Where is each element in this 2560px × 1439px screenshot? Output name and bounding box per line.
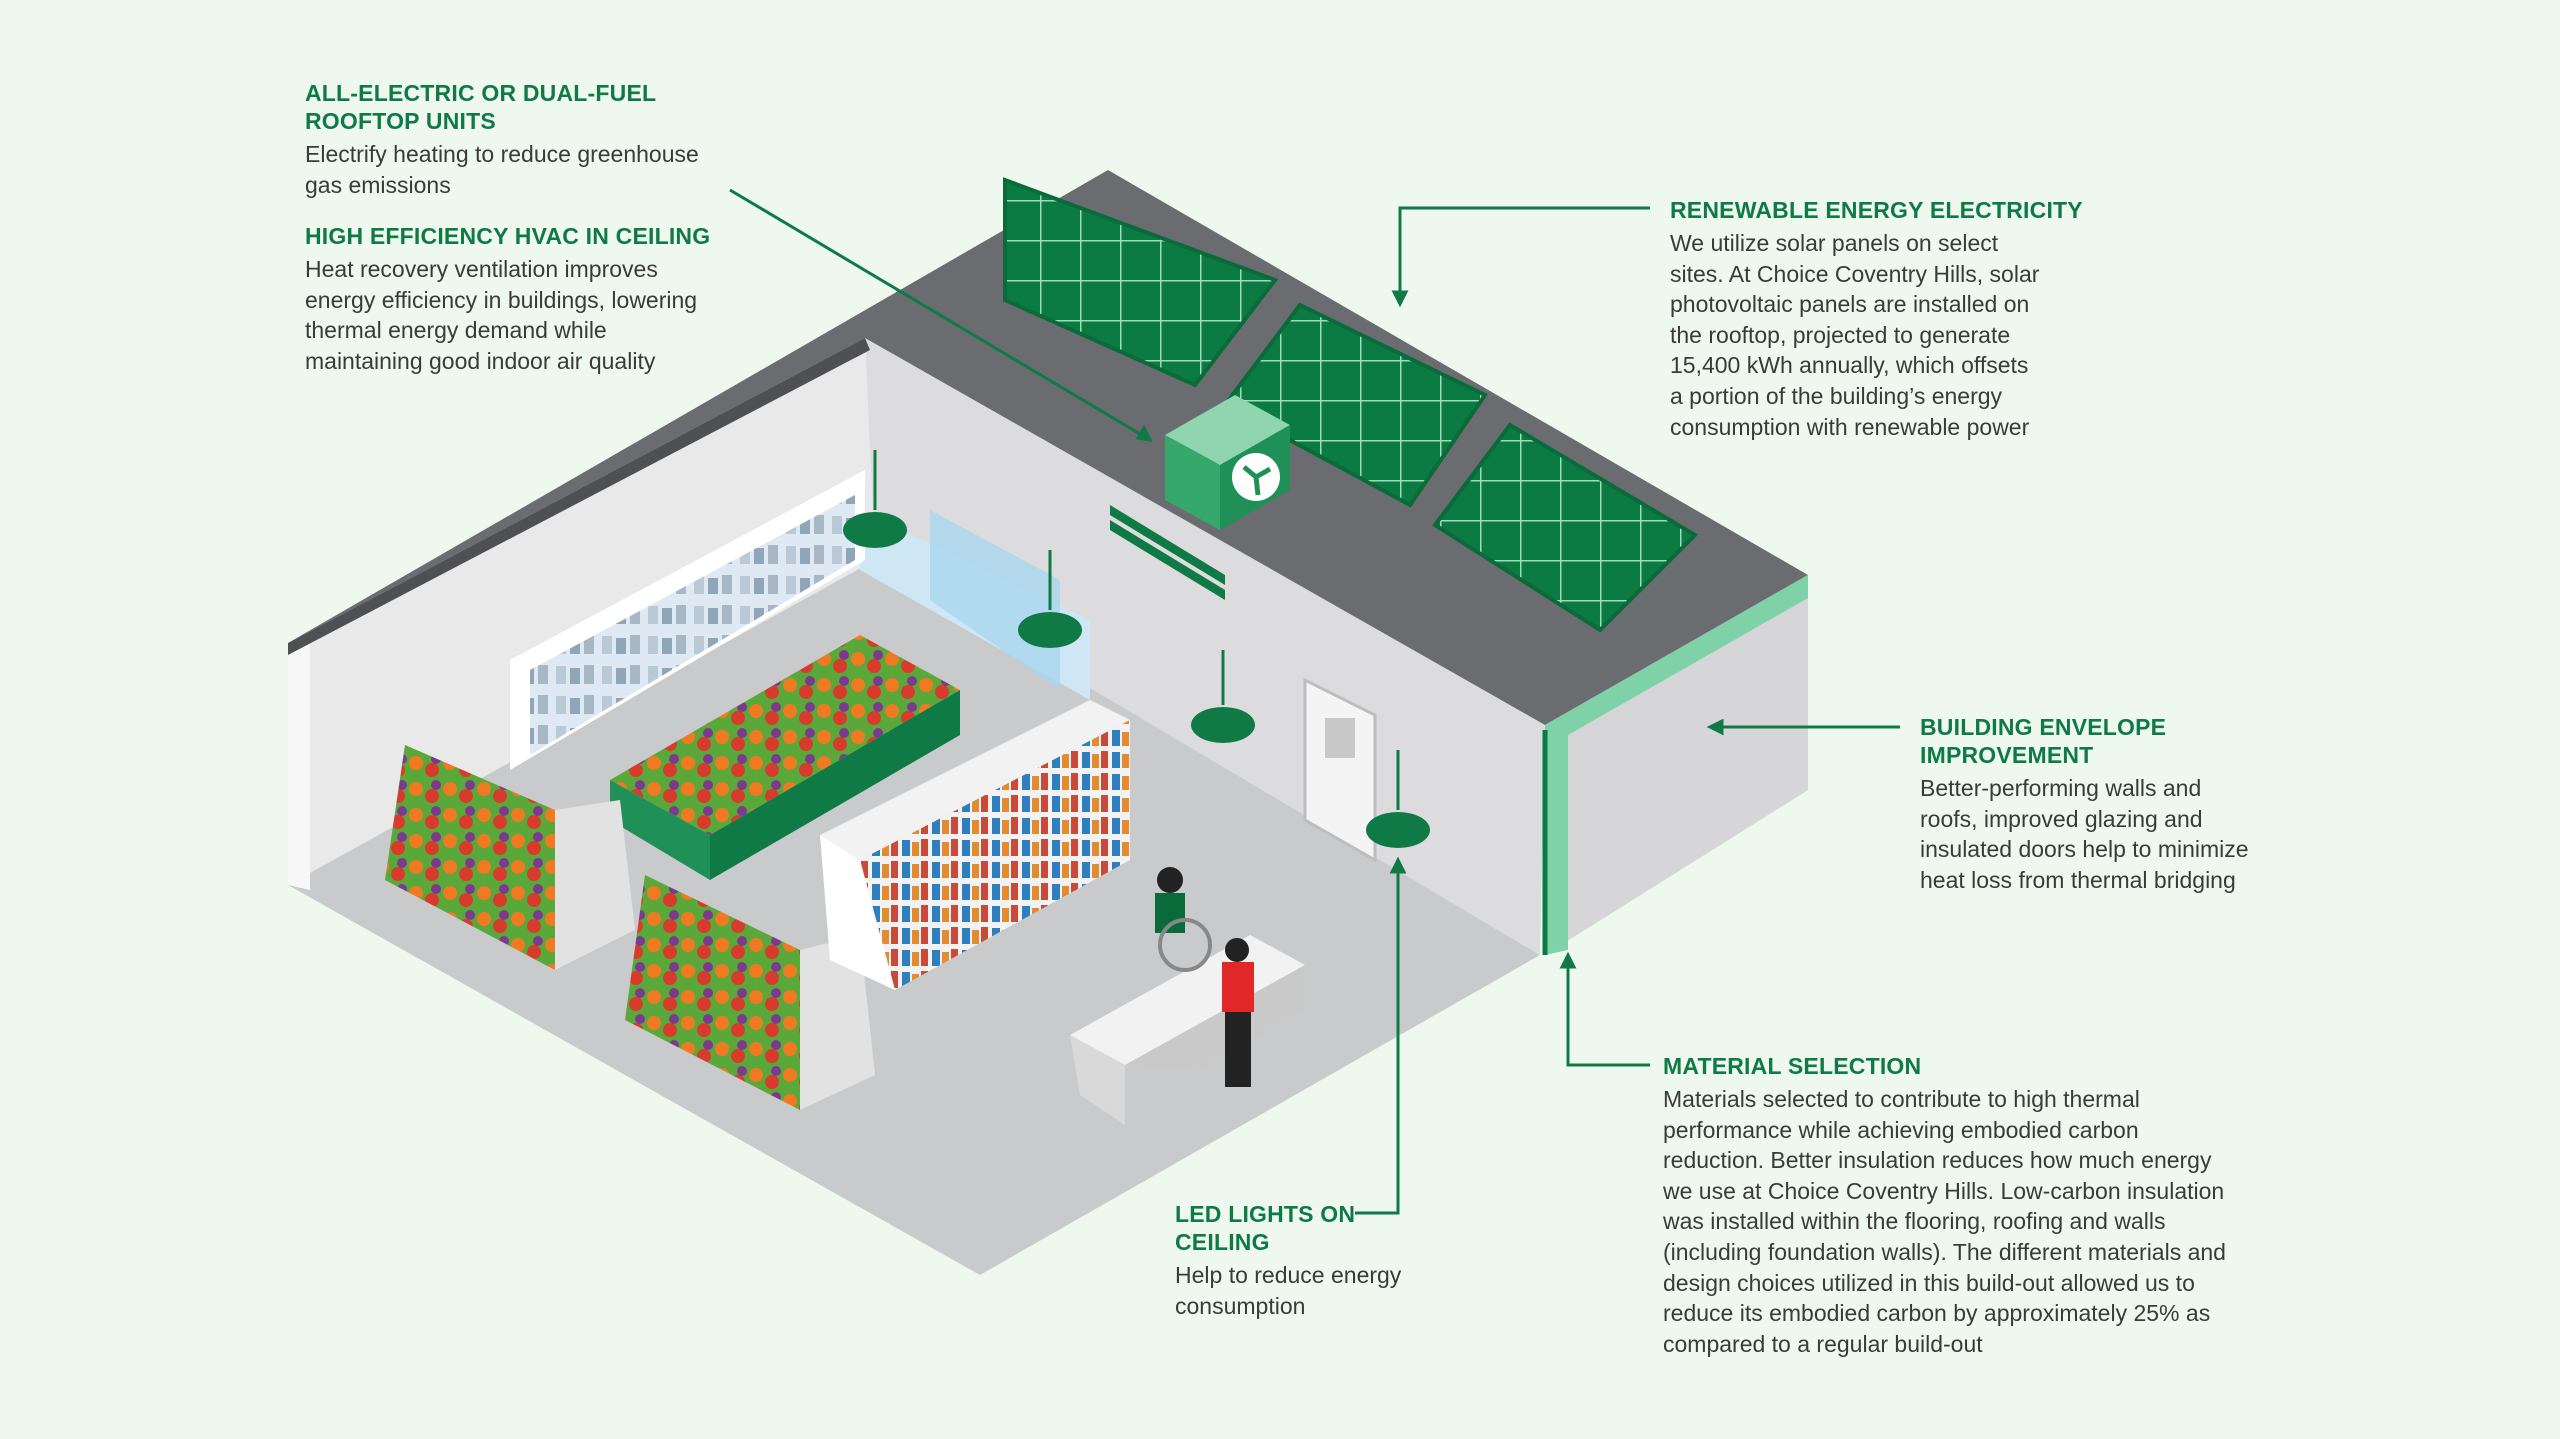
leader-led: [1355, 865, 1400, 1215]
callout-title: LED LIGHTS ON CEILING: [1175, 1201, 1356, 1255]
produce-island: [610, 635, 960, 880]
back-left-wall: [288, 338, 875, 885]
leader-lines: [729, 188, 1900, 1215]
insulated-door: [1303, 677, 1377, 863]
callout-renewable-energy: RENEWABLE ENERGY ELECTRICITY We utilize …: [1670, 196, 2130, 442]
center-shelving: [820, 700, 1130, 990]
callout-title: ALL-ELECTRIC OR DUAL-FUEL ROOFTOP UNITS: [305, 80, 657, 134]
right-exterior-wall: [1545, 575, 1808, 955]
callout-building-envelope: BUILDING ENVELOPE IMPROVEMENT Better-per…: [1920, 713, 2320, 895]
callout-title: BUILDING ENVELOPE IMPROVEMENT: [1920, 714, 2167, 768]
callout-material-selection: MATERIAL SELECTION Materials selected to…: [1663, 1052, 2303, 1359]
cashier: [1222, 938, 1254, 1087]
envelope-insulation: [1545, 575, 1808, 955]
leader-solar: [1398, 206, 1650, 300]
callout-body: We utilize solar panels on select sites.…: [1670, 230, 2040, 440]
callout-body: Electrify heating to reduce greenhouse g…: [305, 141, 699, 198]
leader-material: [1566, 960, 1650, 1067]
store-windows: [860, 510, 1090, 700]
roof-edge: [288, 338, 870, 655]
hvac-rooftop-unit: [1165, 395, 1290, 530]
callout-title: MATERIAL SELECTION: [1663, 1053, 1922, 1079]
customer-wheelchair: [1155, 867, 1212, 972]
callout-led-lights: LED LIGHTS ON CEILING Help to reduce ene…: [1175, 1200, 1475, 1321]
wall-vent: [1110, 505, 1225, 585]
callout-hvac: HIGH EFFICIENCY HVAC IN CEILING Heat rec…: [305, 222, 775, 376]
solar-panel: [1222, 302, 1488, 508]
callout-body: Heat recovery ventilation improves energ…: [305, 256, 698, 374]
pendant-lamp-icon: [843, 450, 1430, 848]
solar-panel: [1003, 177, 1279, 388]
callout-body: Better-performing walls and roofs, impro…: [1920, 775, 2249, 893]
left-wall-cut: [288, 630, 310, 890]
callout-body: Materials selected to contribute to high…: [1663, 1086, 2226, 1357]
callout-body: Help to reduce energy consumption: [1175, 1262, 1402, 1319]
roof: [288, 170, 1808, 725]
produce-shelf-left: [385, 745, 635, 970]
leader-hvac: [729, 188, 1151, 442]
callout-title: HIGH EFFICIENCY HVAC IN CEILING: [305, 223, 711, 249]
callout-title: RENEWABLE ENERGY ELECTRICITY: [1670, 197, 2083, 223]
callout-rooftop-units: ALL-ELECTRIC OR DUAL-FUEL ROOFTOP UNITS …: [305, 79, 775, 200]
produce-shelf-front: [625, 875, 875, 1110]
refrigerated-case: [510, 470, 865, 770]
solar-panels: [1003, 177, 1699, 633]
solar-panel: [1432, 422, 1699, 633]
